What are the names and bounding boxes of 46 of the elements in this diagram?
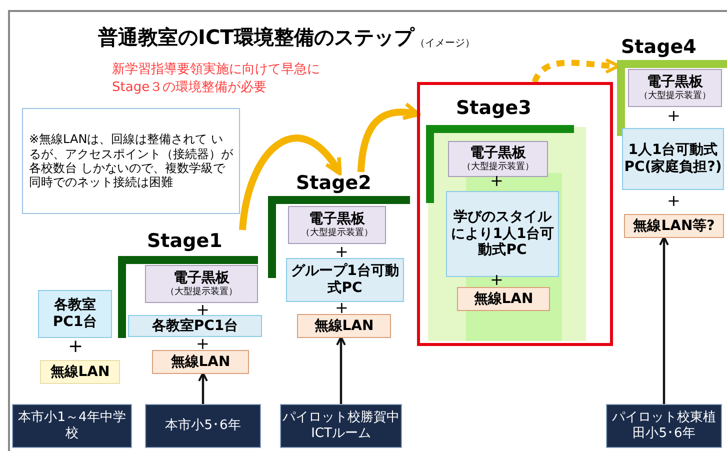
arrow [198, 372, 208, 404]
arrow [659, 236, 669, 404]
arrow [239, 134, 342, 230]
equipment-box [448, 141, 548, 177]
equipment-box [628, 69, 722, 107]
highlight-frame [417, 82, 613, 346]
box-title: 電子黒板 [174, 270, 230, 286]
stage-heading: Stage4 [621, 36, 696, 58]
equipment-box: グループ1台可動式PC [286, 258, 404, 302]
equipment-box: 各教室PC1台 [38, 290, 112, 338]
plus-sign: + [335, 242, 348, 261]
equipment-box: 無線LAN等? [624, 214, 724, 238]
plus-sign: + [667, 191, 680, 210]
equipment-box: 無線LAN [297, 314, 391, 338]
stage-heading: Stage1 [147, 230, 222, 252]
subtitle-note: （イメージ） [415, 37, 475, 50]
box-title: 電子黒板 [309, 211, 365, 228]
equipment-box: 無線LAN [40, 360, 120, 384]
equipment-box: 無線LAN [152, 350, 249, 374]
diagram-title: 普通教室のICT環境整備のステップ [98, 24, 414, 51]
stage-heading: Stage2 [296, 172, 372, 194]
arrow [336, 336, 346, 404]
equipment-box [288, 206, 386, 244]
plus-sign: + [667, 106, 680, 125]
box-title: 電子黒板 [470, 145, 526, 162]
box-subtitle: （大型提示装置） [301, 228, 373, 239]
equipment-box [145, 265, 258, 303]
school-box: パイロット校東植田小5･6年 [606, 404, 722, 448]
school-box: パイロット校勝賀中ICTルーム [280, 404, 402, 448]
plus-sign: + [68, 336, 84, 357]
note-box: ※無線LANは、回線は整備されて いるが、アクセスポイント（接続器）が各校数台 しかないので、複数学級で同時でのネット接続は困難 [22, 108, 240, 214]
equipment-box: 各教室PC1台 [128, 315, 262, 337]
plus-sign: + [490, 171, 504, 190]
box-subtitle: （大型提示装置） [166, 287, 238, 298]
box-subtitle: （大型提示装置） [639, 91, 711, 102]
stage-heading: Stage3 [456, 97, 532, 119]
school-box: 本市小5･6年 [145, 404, 261, 448]
equipment-box: 無線LAN [457, 287, 550, 311]
school-box: 本市小1～4年中学校 [12, 404, 132, 448]
equipment-box: 学びのスタイルにより1人1台可動式PC [446, 191, 559, 277]
arrow [357, 102, 421, 172]
equipment-box: 1人1台可動式PC(家庭負担?) [622, 128, 724, 190]
box-title: 電子黒板 [647, 74, 703, 90]
plus-sign: + [196, 334, 210, 353]
box-subtitle: （大型提示装置） [462, 162, 534, 173]
note-text: 新学習指導要領実施に向けて早急に Stage３の環境整備が必要 [112, 61, 321, 96]
